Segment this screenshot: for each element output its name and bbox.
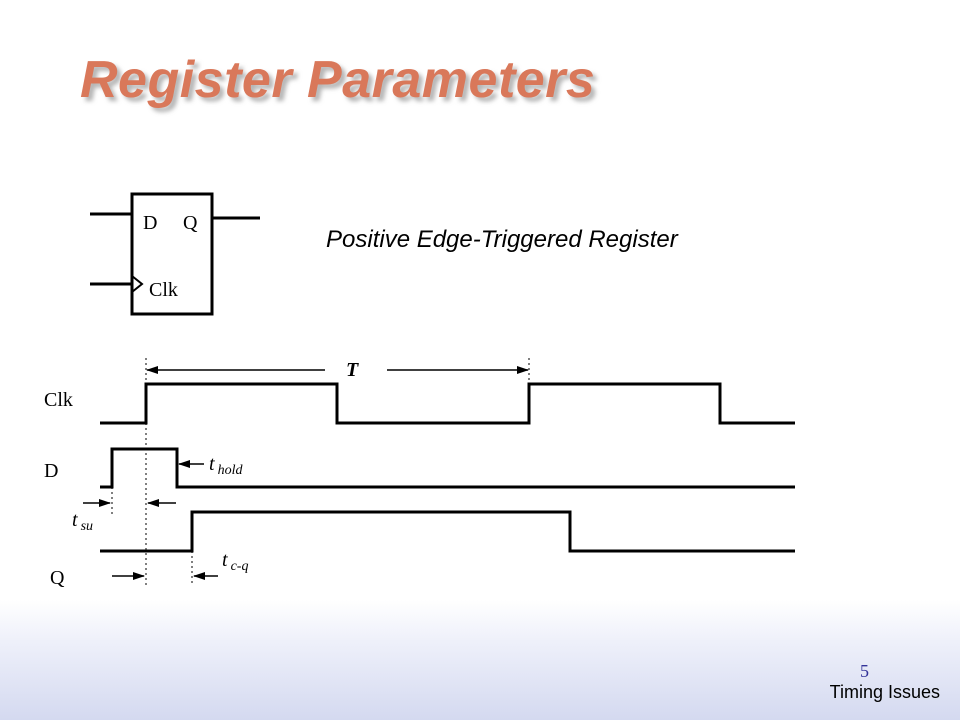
signal-label-q: Q	[50, 567, 65, 589]
d-waveform	[100, 447, 795, 489]
register-q-label: Q	[183, 212, 198, 234]
tcq-base: t	[222, 549, 228, 571]
period-label: T	[346, 359, 359, 381]
slide-title: Register Parameters	[80, 51, 596, 109]
thold-sub: hold	[218, 463, 244, 478]
signal-label-d: D	[44, 460, 58, 482]
register-caption: Positive Edge-Triggered Register	[326, 226, 678, 253]
register-box	[130, 192, 214, 316]
register-d-label: D	[143, 212, 157, 234]
clk-waveform	[100, 382, 795, 425]
page-number: 5	[860, 661, 869, 681]
section-name: Timing Issues	[829, 682, 940, 702]
tcq-sub: c-q	[231, 559, 249, 574]
thold-base: t	[209, 453, 215, 475]
q-waveform	[100, 510, 795, 553]
tsu-base: t	[72, 509, 78, 531]
clock-edge-triangle	[131, 275, 144, 293]
footer-band	[0, 600, 960, 720]
register-symbol: D Q Clk	[90, 192, 260, 316]
signal-label-clk: Clk	[44, 389, 73, 411]
register-clk-label: Clk	[149, 279, 178, 301]
tsu-sub: su	[81, 519, 93, 534]
